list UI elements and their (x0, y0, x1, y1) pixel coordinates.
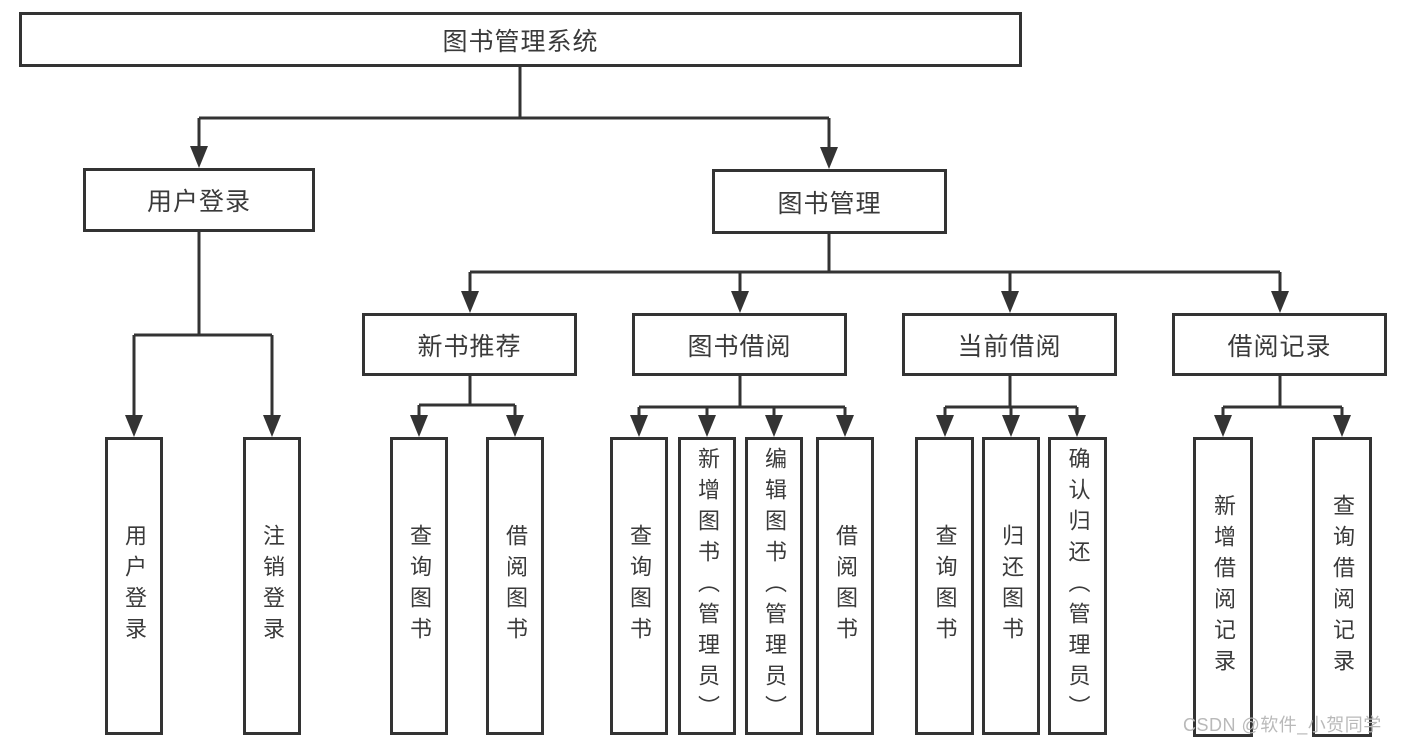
node-label: 图书管理系统 (442, 27, 599, 56)
node-user-login: 用户登录 (83, 168, 315, 232)
node-label: 注销登录 (260, 524, 285, 648)
node-leaf-search-borrow-record: 查询借阅记录 (1312, 437, 1372, 737)
node-book-borrowing: 图书借阅 (632, 313, 847, 376)
node-label: 图书管理 (777, 189, 882, 218)
node-leaf-borrow-books: 借阅图书 (816, 437, 874, 735)
node-leaf-user-login: 用户登录 (105, 437, 163, 735)
node-label: 新增图书（管理员） (695, 446, 720, 726)
node-borrowing-records: 借阅记录 (1172, 313, 1387, 376)
node-label: 借阅图书 (503, 524, 528, 648)
watermark-text: CSDN @软件_小贺同学 (1183, 715, 1382, 735)
node-label: 查询图书 (932, 524, 958, 648)
node-book-management: 图书管理 (712, 169, 947, 234)
node-leaf-add-borrow-record: 新增借阅记录 (1193, 437, 1253, 737)
node-label: 新增借阅记录 (1211, 494, 1236, 680)
node-leaf-return-books: 归还图书 (982, 437, 1040, 735)
node-leaf-logout: 注销登录 (243, 437, 301, 735)
node-leaf-edit-books-admin: 编辑图书（管理员） (745, 437, 803, 735)
node-label: 用户登录 (146, 188, 251, 216)
node-label: 确认归还（管理员） (1065, 446, 1091, 726)
node-label: 编辑图书（管理员） (762, 446, 787, 726)
node-label: 用户登录 (122, 524, 147, 648)
node-label: 当前借阅 (957, 332, 1062, 361)
node-label: 查询借阅记录 (1330, 494, 1355, 680)
node-label: 查询图书 (407, 524, 432, 648)
node-label: 图书借阅 (687, 332, 792, 361)
node-leaf-search-books-borrow: 查询图书 (610, 437, 668, 735)
node-leaf-add-books-admin: 新增图书（管理员） (678, 437, 736, 735)
node-label: 新书推荐 (417, 332, 522, 361)
node-library-management-system: 图书管理系统 (19, 12, 1022, 67)
node-label: 查询图书 (627, 524, 652, 648)
node-current-borrowing: 当前借阅 (902, 313, 1117, 376)
node-label: 归还图书 (999, 524, 1024, 648)
node-leaf-search-books-recommend: 查询图书 (390, 437, 448, 735)
node-leaf-confirm-return-admin: 确认归还（管理员） (1048, 437, 1107, 735)
node-new-book-recommendation: 新书推荐 (362, 313, 577, 376)
node-label: 借阅图书 (833, 524, 858, 648)
node-label: 借阅记录 (1227, 332, 1332, 361)
node-leaf-search-books-current: 查询图书 (915, 437, 974, 735)
node-leaf-borrow-books-recommend: 借阅图书 (486, 437, 544, 735)
